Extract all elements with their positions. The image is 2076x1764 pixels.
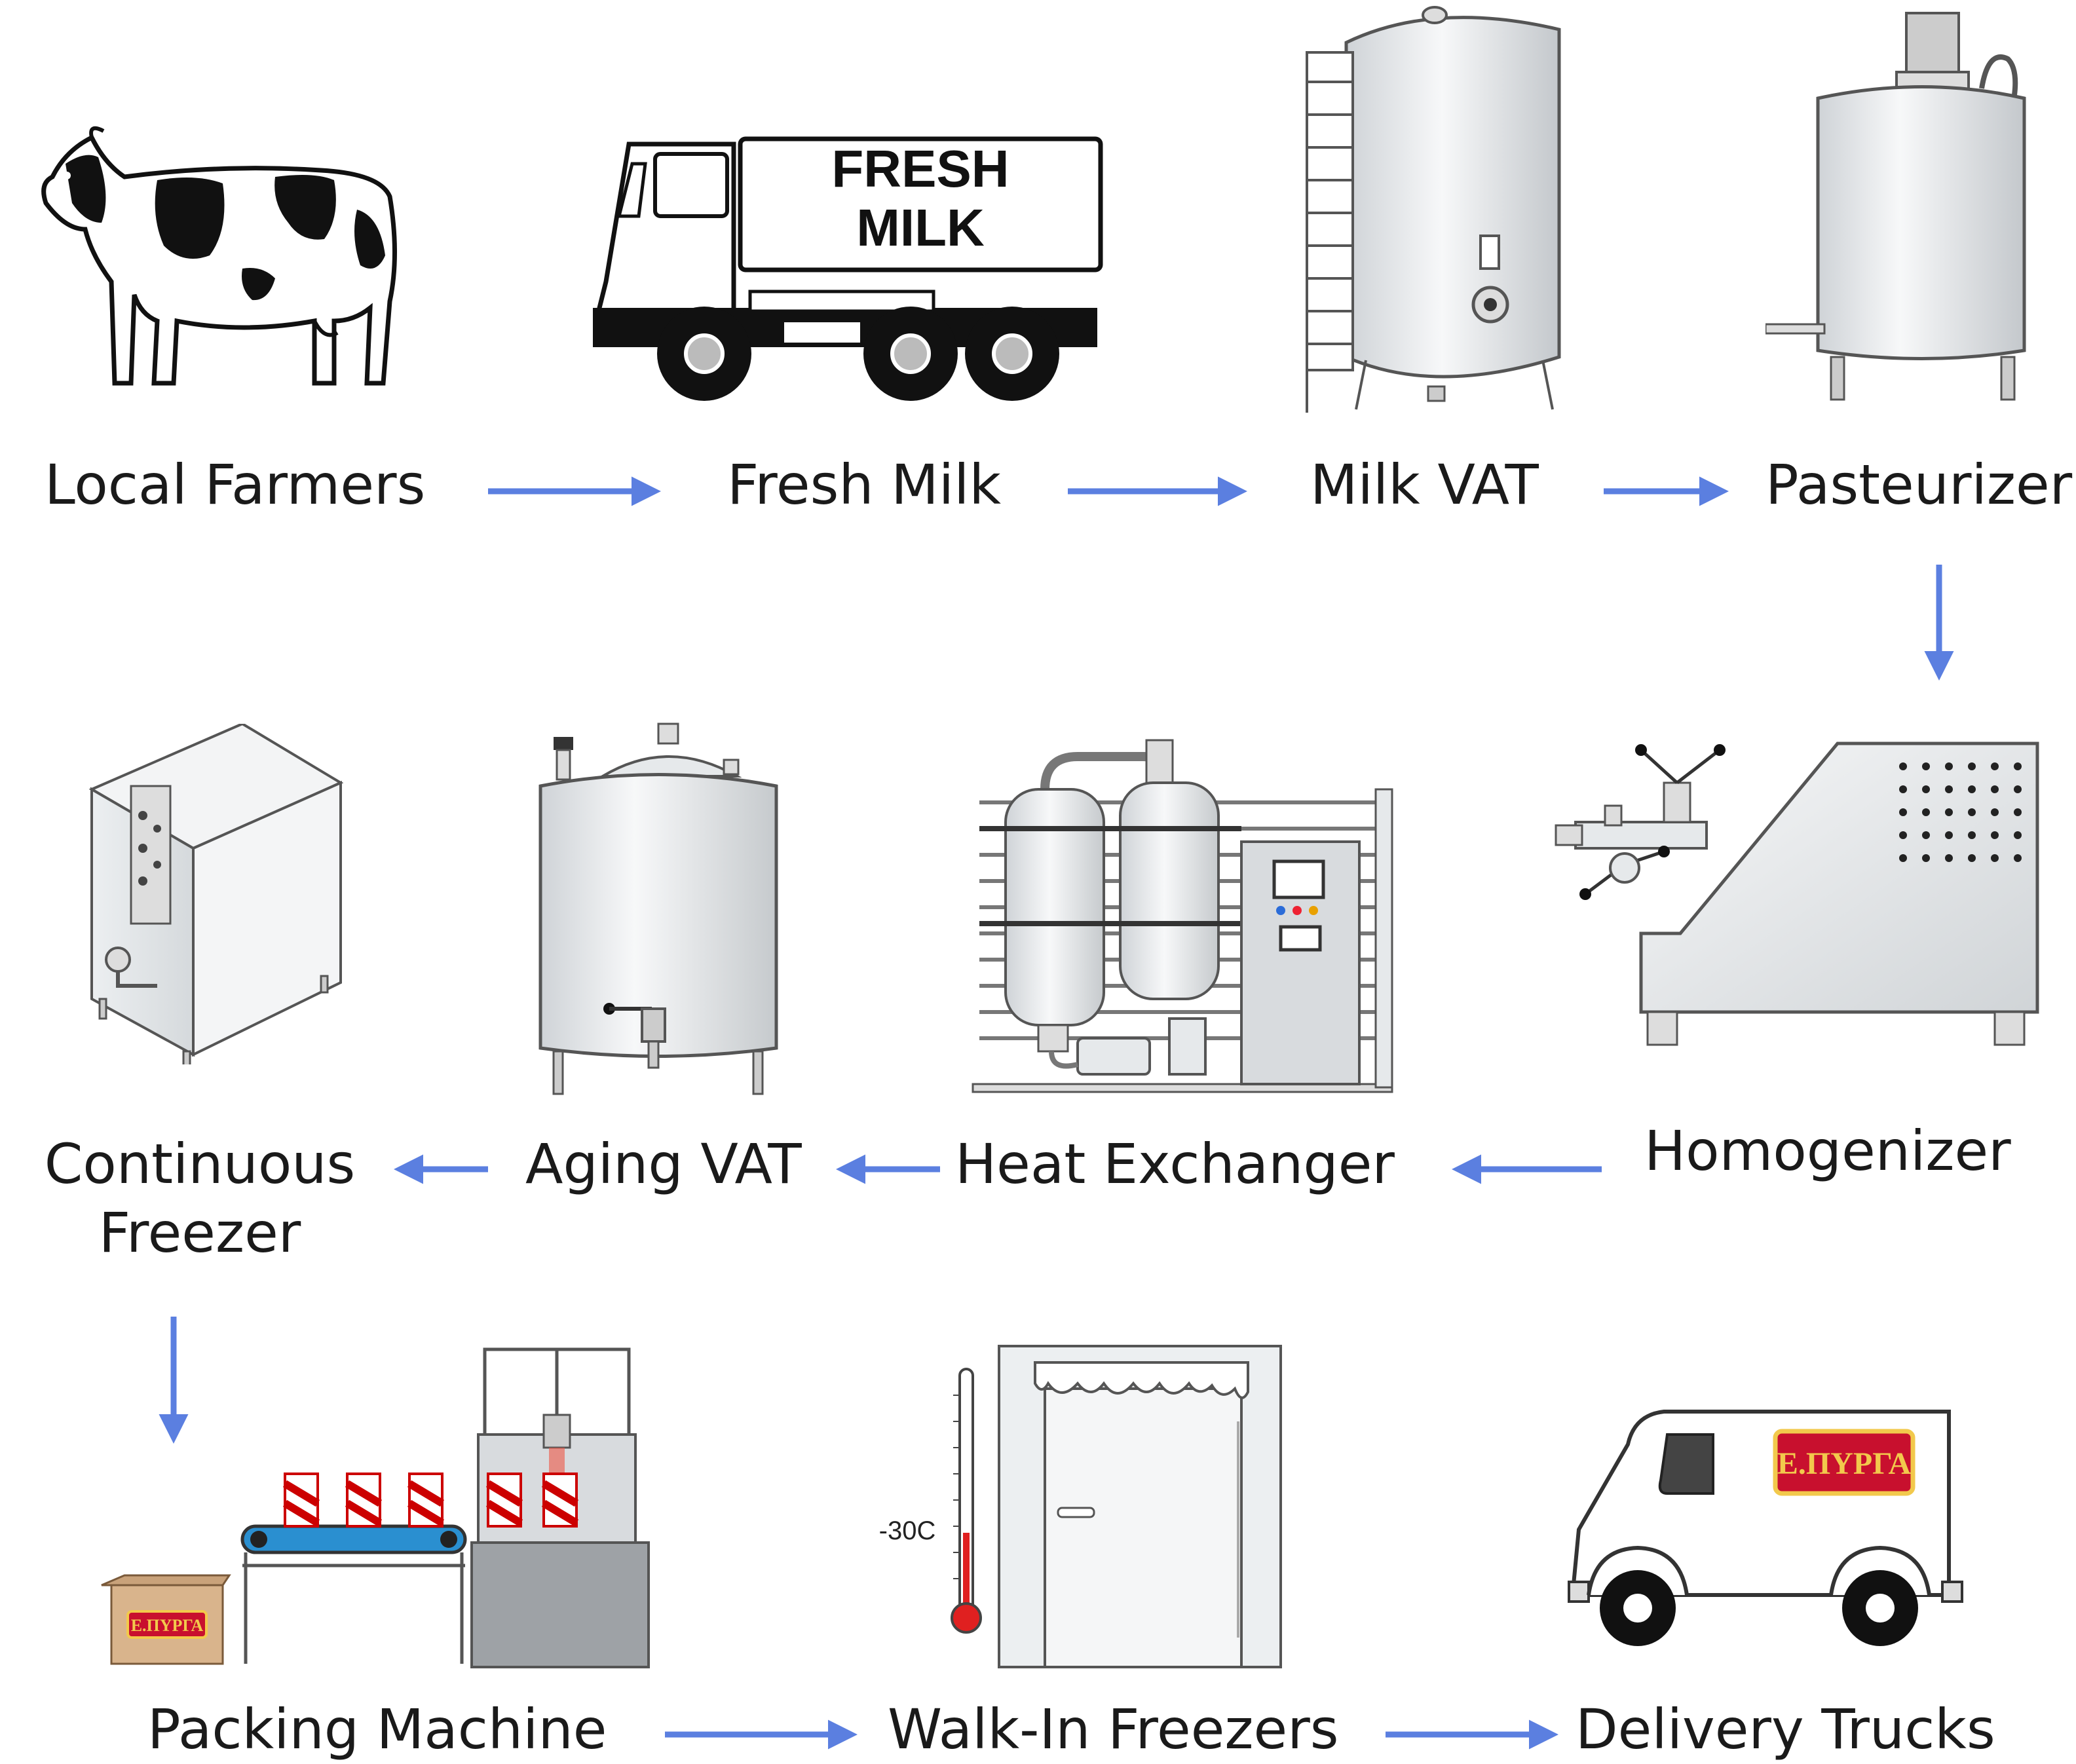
cow-icon <box>41 126 397 386</box>
label-milk-vat: Milk VAT <box>1310 453 1539 517</box>
label-delivery-trucks: Delivery Trucks <box>1576 1697 1995 1761</box>
heat-exchanger-icon <box>972 739 1393 1093</box>
label-heat-exchanger: Heat Exchanger <box>955 1132 1395 1196</box>
label-fresh-milk: Fresh Milk <box>727 453 1002 517</box>
homogenizer-icon <box>1555 741 2039 1046</box>
label-continuous-freezer: Continuous Freezer <box>44 1132 356 1265</box>
delivery-truck-icon: E.ΠΥΡΓΑ <box>1568 1410 1963 1646</box>
truck-text-milk: MILK <box>856 198 985 257</box>
truck-text-fresh: FRESH <box>831 140 1009 198</box>
walk-in-freezer-icon: -30C <box>879 1345 1282 1668</box>
label-aging-vat: Aging VAT <box>525 1132 802 1196</box>
van-logo-text: E.ΠΥΡΓΑ <box>1777 1446 1912 1481</box>
label-homogenizer: Homogenizer <box>1644 1119 2011 1183</box>
label-walk-in-freezers: Walk-In Freezers <box>888 1697 1339 1761</box>
milk-truck-icon: FRESH MILK <box>593 136 1103 401</box>
packing-machine-icon: E.ΠΥΡΓΑ <box>101 1347 650 1668</box>
label-pasteurizer: Pasteurizer <box>1765 453 2073 517</box>
milk-vat-icon <box>1306 6 1561 413</box>
continuous-freezer-icon <box>88 724 344 1064</box>
box-logo-text: E.ΠΥΡΓΑ <box>131 1616 204 1635</box>
aging-vat-icon <box>538 722 778 1095</box>
label-local-farmers: Local Farmers <box>45 453 426 517</box>
pasteurizer-icon <box>1765 12 2026 401</box>
thermometer-readout: -30C <box>879 1516 936 1545</box>
label-packing-machine: Packing Machine <box>147 1697 607 1761</box>
